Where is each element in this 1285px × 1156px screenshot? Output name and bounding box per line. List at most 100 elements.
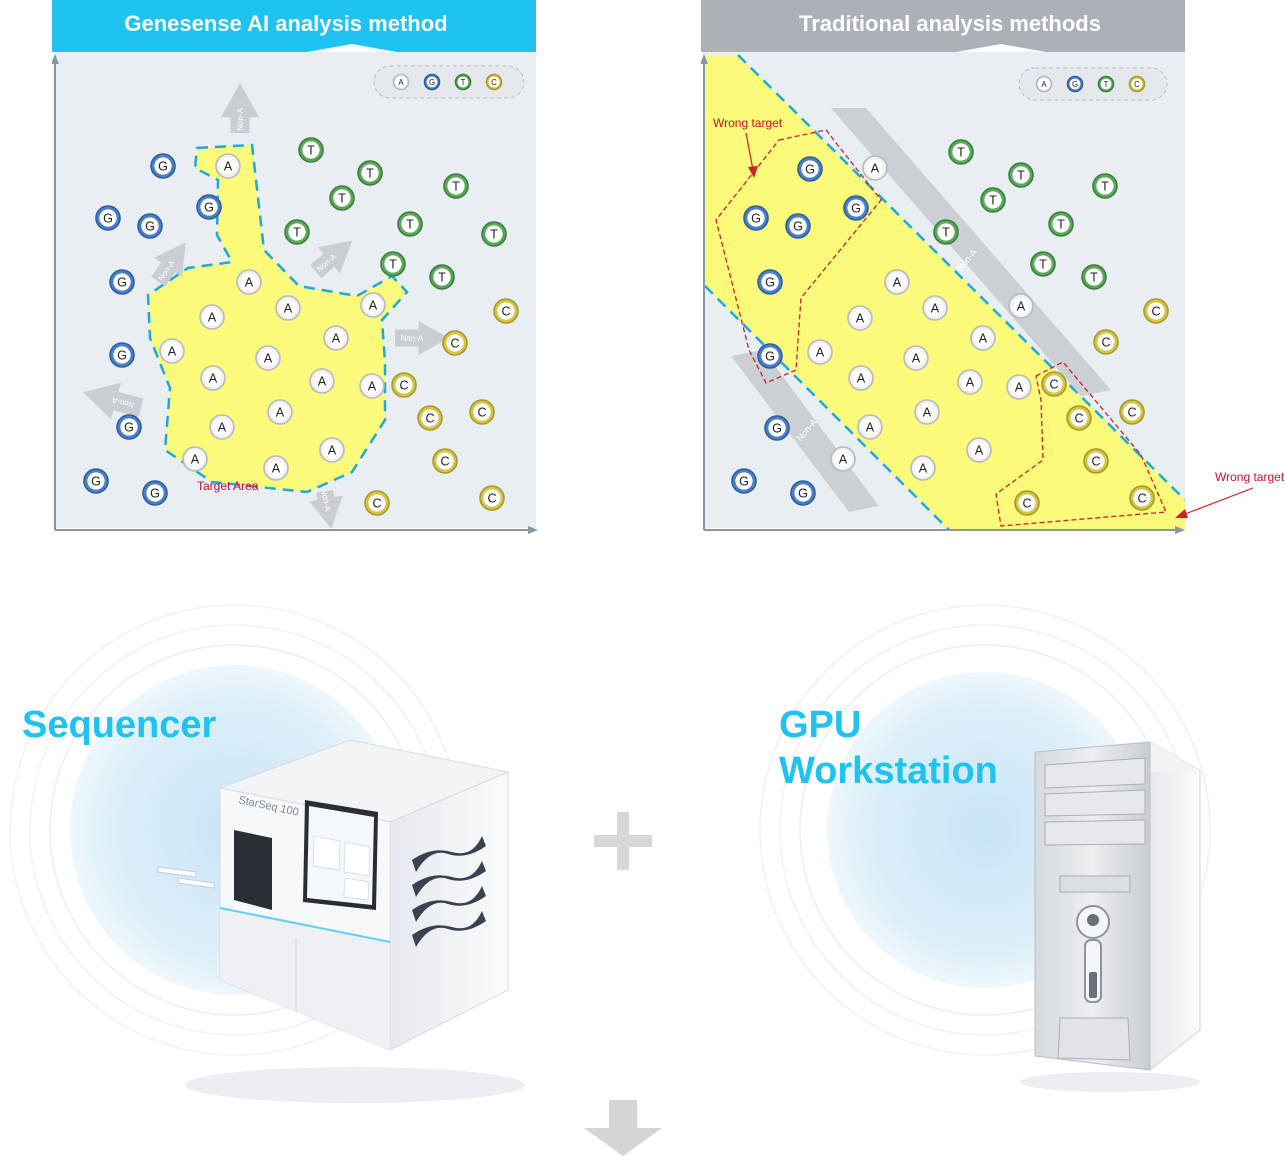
base-a-bead: A: [847, 305, 873, 331]
svg-text:A: A: [398, 78, 404, 87]
base-c-bead: C: [432, 448, 458, 474]
svg-text:A: A: [975, 444, 984, 458]
base-t-bead: T: [933, 219, 959, 245]
base-a-bead: A: [199, 304, 225, 330]
svg-text:A: A: [369, 299, 378, 313]
svg-text:T: T: [389, 258, 397, 272]
svg-text:A: A: [272, 462, 281, 476]
svg-text:T: T: [366, 167, 374, 181]
band-edge-lower: [704, 285, 950, 531]
panel-header: [701, 0, 1185, 52]
svg-text:A: A: [919, 462, 928, 476]
base-a-bead: A: [215, 153, 241, 179]
x-axis-arrow: [528, 526, 538, 534]
svg-text:C: C: [1049, 378, 1058, 392]
svg-text:A: A: [839, 453, 848, 467]
svg-text:C: C: [1151, 305, 1160, 319]
svg-text:G: G: [429, 78, 435, 87]
gpu-label-line1: GPU: [779, 704, 862, 746]
svg-text:T: T: [1039, 258, 1047, 272]
svg-text:A: A: [966, 376, 975, 390]
hardware-section: StarSeq 100: [9, 604, 1211, 1156]
genesense-diagram: Genesense AI analysis method Target Area…: [51, 0, 538, 534]
base-g-bead: G: [757, 343, 783, 369]
base-c-bead: C: [479, 485, 505, 511]
sequencer-label: Sequencer: [22, 702, 216, 748]
base-a-bead: A: [263, 455, 289, 481]
base-c-bead: C: [1066, 405, 1092, 431]
svg-text:A: A: [923, 406, 932, 420]
svg-text:Non-A: Non-A: [319, 488, 332, 513]
svg-text:A: A: [328, 444, 337, 458]
svg-text:C: C: [440, 455, 449, 469]
base-g-bead: G: [150, 153, 176, 179]
svg-text:A: A: [866, 421, 875, 435]
base-a-bead: A: [884, 269, 910, 295]
svg-text:T: T: [452, 180, 460, 194]
svg-text:G: G: [204, 201, 214, 215]
svg-text:A: A: [332, 332, 341, 346]
base-a-bead: A: [360, 292, 386, 318]
base-a-bead: A: [275, 295, 301, 321]
svg-text:T: T: [293, 226, 301, 240]
base-g-bead: G: [116, 414, 142, 440]
base-a-bead: A: [267, 399, 293, 425]
traditional-diagram: Traditional analysis methods Non-ANon-A …: [700, 0, 1186, 534]
base-a-bead: A: [903, 345, 929, 371]
base-g-bead: G: [109, 342, 135, 368]
non-a-arrow: Non-A: [309, 488, 343, 529]
base-a-bead: A: [830, 446, 856, 472]
base-c-bead: C: [1014, 490, 1040, 516]
base-a-bead: A: [914, 399, 940, 425]
wrong-target-pointer-1: [745, 132, 754, 171]
base-c-bead: C: [1129, 485, 1155, 511]
wrong-target-pointer-head-1: [748, 166, 758, 178]
y-axis-arrow: [51, 54, 59, 64]
base-g-bead: G: [757, 269, 783, 295]
svg-text:T: T: [989, 194, 997, 208]
svg-text:A: A: [912, 352, 921, 366]
base-a-bead: A: [236, 269, 262, 295]
non-a-arrow: Non-A: [395, 321, 449, 355]
plus-icon: [594, 812, 652, 870]
svg-text:A: A: [931, 302, 940, 316]
svg-text:G: G: [798, 487, 808, 501]
legend-box: [1018, 67, 1168, 101]
base-t-bead: T: [298, 137, 324, 163]
sequencer-label-text: Sequencer: [22, 704, 217, 746]
svg-text:C: C: [1074, 412, 1083, 426]
base-g-bead: G: [764, 415, 790, 441]
base-a-bead: A: [857, 414, 883, 440]
non-a-arrow: Non-A: [310, 240, 353, 278]
svg-text:A: A: [893, 276, 902, 290]
svg-text:G: G: [158, 160, 168, 174]
svg-text:C: C: [1137, 492, 1146, 506]
base-t-bead: T: [1008, 162, 1034, 188]
svg-text:C: C: [1091, 455, 1100, 469]
svg-text:A: A: [218, 421, 227, 435]
base-c-bead: C: [364, 490, 390, 516]
base-t-bead: T: [1097, 75, 1115, 93]
svg-text:A: A: [245, 276, 254, 290]
non-a-arrow: Non-A: [83, 382, 144, 420]
svg-text:T: T: [338, 192, 346, 206]
svg-text:A: A: [816, 346, 825, 360]
band-edge-upper: [737, 54, 1186, 501]
svg-text:T: T: [942, 226, 950, 240]
base-g-bead: G: [196, 194, 222, 220]
base-a-bead: A: [1008, 293, 1034, 319]
panel-title: Genesense AI analysis method: [124, 11, 447, 36]
wrong-target-label-2: Wrong target: [1215, 470, 1285, 484]
svg-text:C: C: [1101, 336, 1110, 350]
svg-text:G: G: [117, 276, 127, 290]
base-t-bead: T: [329, 185, 355, 211]
base-a-bead: A: [1035, 75, 1053, 93]
base-a-bead: A: [910, 455, 936, 481]
svg-text:G: G: [851, 202, 861, 216]
base-a-bead: A: [1006, 374, 1032, 400]
base-c-bead: C: [442, 330, 468, 356]
x-axis-arrow: [1175, 526, 1185, 534]
base-t-bead: T: [980, 187, 1006, 213]
